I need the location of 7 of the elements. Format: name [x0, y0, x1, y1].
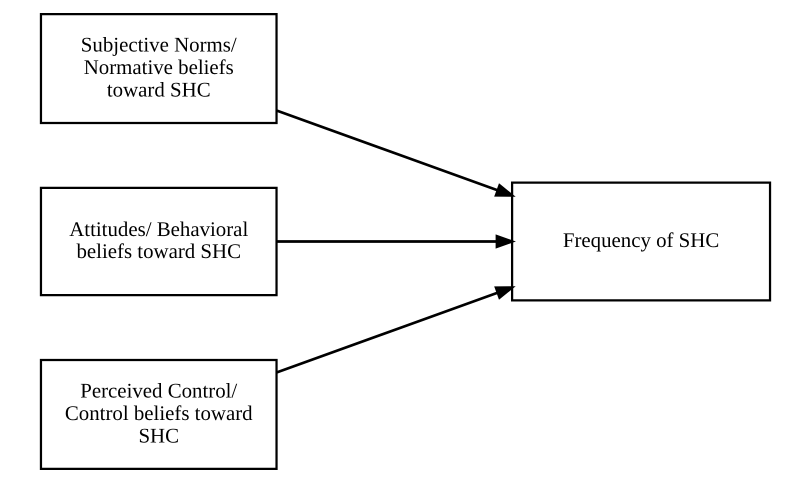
arrow	[276, 109, 516, 197]
node-box: Perceived Control/ Control beliefs toward SHC	[40, 358, 278, 470]
arrow	[276, 286, 516, 374]
node-box: Subjective Norms/ Normative beliefs toward SHC	[40, 13, 278, 124]
node-box: Attitudes/ Behavioral beliefs toward SHC	[40, 186, 278, 296]
node-box: Frequency of SHC	[510, 182, 772, 302]
arrow	[276, 234, 516, 249]
